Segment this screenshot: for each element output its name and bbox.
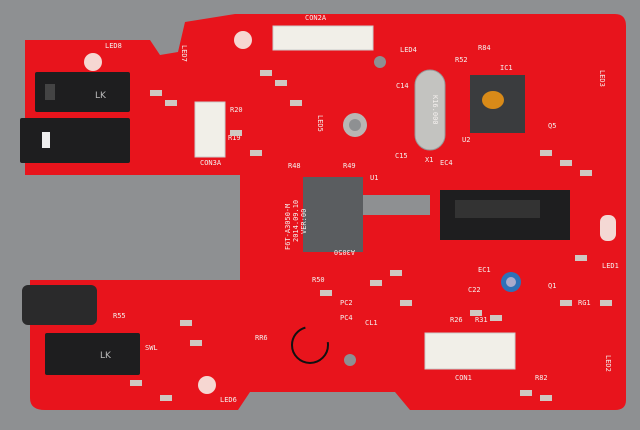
label-con1: CON1	[455, 374, 472, 382]
label-r50: R50	[312, 276, 325, 284]
label-r84: R84	[478, 44, 491, 52]
label-con2a: CON2A	[305, 14, 327, 22]
label-u1: U1	[370, 174, 378, 182]
board-slot	[345, 195, 430, 215]
smd-component	[230, 130, 242, 136]
mounting-hole	[374, 56, 386, 68]
label-con3a: CON3A	[200, 159, 222, 167]
connector-con2a	[272, 25, 374, 51]
switch-left-bottom	[45, 333, 140, 375]
capacitor-top	[506, 277, 516, 287]
smd-component	[580, 170, 592, 176]
label-led7: LED7	[180, 45, 188, 62]
crystal-marking: K16.000	[431, 95, 439, 125]
label-x1: X1	[425, 156, 433, 164]
label-r20: R20	[230, 106, 243, 114]
smd-component	[470, 310, 482, 316]
smd-component	[560, 160, 572, 166]
mcu-glue-dot	[482, 91, 504, 109]
label-led6: LED6	[220, 396, 237, 404]
label-pc4: PC4	[340, 314, 353, 322]
label-r55: R55	[113, 312, 126, 320]
smd-component	[600, 300, 612, 306]
label-led5: LED5	[316, 115, 324, 132]
label-r26: R26	[450, 316, 463, 324]
optical-sensor	[303, 177, 363, 252]
sensor-marking: A3050	[334, 248, 355, 256]
label-rg1: RG1	[578, 299, 591, 307]
connector-con3a	[194, 101, 226, 158]
label-r52: R52	[455, 56, 468, 64]
smd-component	[540, 395, 552, 401]
label-swl: SWL	[145, 344, 158, 352]
smd-component	[490, 315, 502, 321]
label-r49: R49	[343, 162, 356, 170]
smd-component	[260, 70, 272, 76]
mounting-hole	[344, 354, 356, 366]
version-line-2: 2014.09.10	[292, 200, 300, 242]
smd-component	[520, 390, 532, 396]
label-q5: Q5	[548, 122, 556, 130]
label-ic1: IC1	[500, 64, 513, 72]
switch-left-side	[20, 118, 130, 163]
rotation-mark	[291, 326, 329, 364]
crystal-x1	[414, 69, 446, 151]
switch-plunger	[42, 132, 50, 148]
version-line-1: F6T-A3050-M	[284, 204, 292, 250]
label-led3: LED3	[598, 70, 606, 87]
smd-component	[400, 300, 412, 306]
smd-component	[540, 150, 552, 156]
smd-component	[130, 380, 142, 386]
smd-component	[390, 270, 402, 276]
label-r19: R19	[228, 134, 241, 142]
connector-con1	[424, 332, 516, 370]
label-c14: C14	[396, 82, 409, 90]
switch-scroll	[22, 285, 97, 325]
switch-logo: LK	[95, 91, 107, 101]
light-pipe-inner	[455, 200, 540, 218]
label-rr6: RR6	[255, 334, 268, 342]
mounting-hole	[349, 119, 361, 131]
label-r48: R48	[288, 162, 301, 170]
label-r31: R31	[475, 316, 488, 324]
smd-component	[370, 280, 382, 286]
smd-component	[560, 300, 572, 306]
switch-left-top	[35, 72, 130, 112]
smd-component	[320, 290, 332, 296]
label-led2: LED2	[604, 355, 612, 372]
label-c22: C22	[468, 286, 481, 294]
smd-component	[575, 255, 587, 261]
label-cl1: CL1	[365, 319, 378, 327]
label-q1: Q1	[548, 282, 556, 290]
smd-component	[160, 395, 172, 401]
smd-component	[165, 100, 177, 106]
smd-component	[275, 80, 287, 86]
label-ec4: EC4	[440, 159, 453, 167]
smd-component	[250, 150, 262, 156]
led	[600, 215, 616, 241]
smd-component	[180, 320, 192, 326]
smd-component	[150, 90, 162, 96]
label-r82: R82	[535, 374, 548, 382]
label-led8: LED8	[105, 42, 122, 50]
label-led4: LED4	[400, 46, 417, 54]
switch-left-top-button	[45, 84, 55, 100]
label-ec1: EC1	[478, 266, 491, 274]
led	[198, 376, 216, 394]
label-c15: C15	[395, 152, 408, 160]
label-pc2: PC2	[340, 299, 353, 307]
led	[84, 53, 102, 71]
smd-component	[290, 100, 302, 106]
label-u2: U2	[462, 136, 470, 144]
led	[234, 31, 252, 49]
version-line-3: VER:00	[300, 209, 308, 234]
switch-logo: LK	[100, 351, 112, 361]
smd-component	[190, 340, 202, 346]
label-led1: LED1	[602, 262, 619, 270]
